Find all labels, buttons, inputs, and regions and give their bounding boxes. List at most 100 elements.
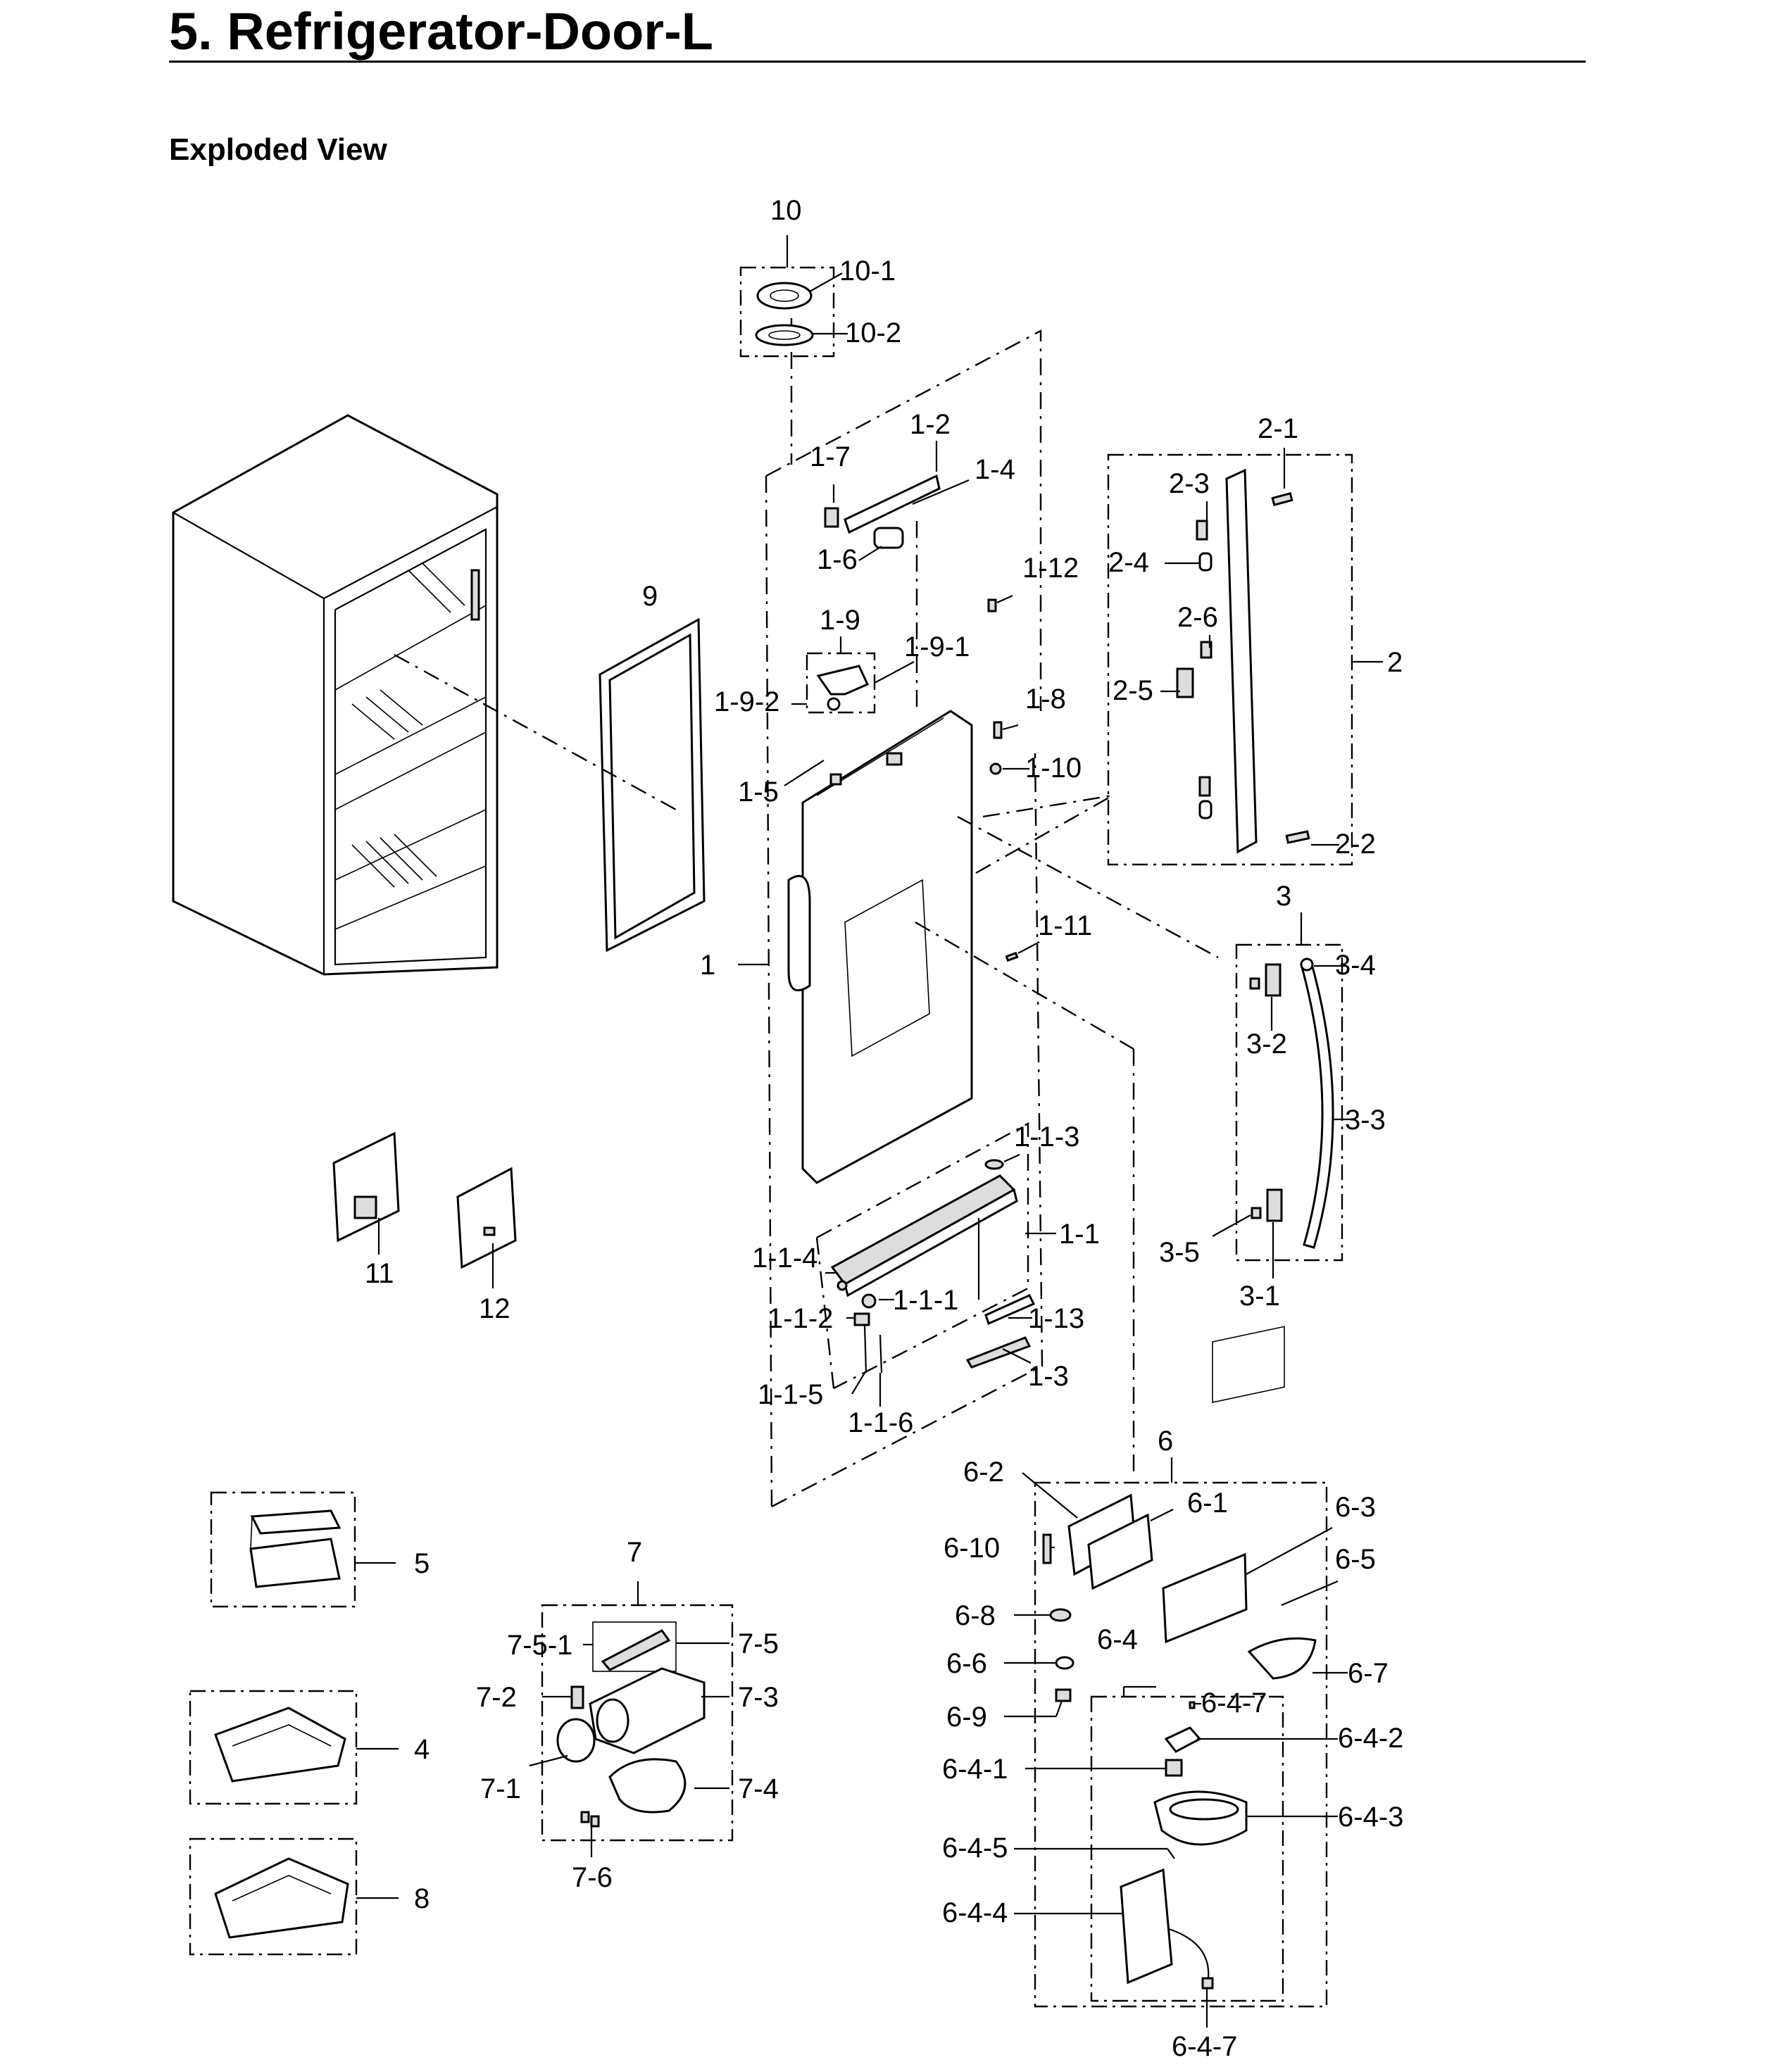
callout-1-9-2: 1-9-2 (714, 686, 779, 717)
callout-6-8: 6-8 (955, 1600, 996, 1631)
callout-2-4: 2-4 (1108, 547, 1149, 578)
callout-1-4: 1-4 (975, 454, 1015, 485)
callout-6: 6 (1158, 1426, 1173, 1457)
callout-6-2: 6-2 (963, 1457, 1004, 1488)
part-1-2 (844, 474, 941, 534)
callout-1-1-1: 1-1-1 (893, 1285, 958, 1316)
callout-1-9: 1-9 (820, 605, 860, 636)
callout-1-2: 1-2 (910, 409, 951, 440)
box-2 (1107, 453, 1353, 866)
callout-7-2: 7-2 (476, 1682, 517, 1713)
callout-2: 2 (1387, 647, 1403, 678)
callout-12: 12 (479, 1293, 510, 1324)
callout-labels: 10 10-1 10-2 1-2 1-7 1-4 1-6 1-12 9 1-9 … (365, 195, 1403, 2062)
callout-6-4-5: 6-4-5 (942, 1833, 1008, 1864)
part-6-8 (1049, 1608, 1072, 1622)
callout-9: 9 (642, 581, 658, 612)
parts-10 (755, 282, 814, 346)
part-6-4-3 (1153, 1790, 1248, 1846)
box-3 (1235, 943, 1343, 1262)
title-rule (169, 61, 1586, 63)
callout-1-3: 1-3 (1028, 1361, 1069, 1392)
callout-7-3: 7-3 (738, 1682, 779, 1713)
callout-3-5: 3-5 (1159, 1237, 1200, 1268)
callout-6-4-7-top: 6-4-7 (1201, 1688, 1267, 1719)
callout-1-10: 1-10 (1025, 753, 1082, 784)
part-6-4-1 (1165, 1759, 1183, 1777)
part-7-4 (608, 1758, 687, 1814)
part-1-7 (824, 507, 839, 528)
part-5 (249, 1509, 342, 1588)
callout-2-2: 2-2 (1335, 829, 1376, 860)
callout-3-1: 3-1 (1239, 1281, 1280, 1312)
part-6-1-6-2 (1067, 1326, 1317, 1680)
callout-2-3: 2-3 (1169, 468, 1210, 499)
callout-10: 10 (770, 195, 802, 226)
door-assembly-1 (787, 710, 973, 1184)
callout-3-4: 3-4 (1335, 950, 1376, 981)
callout-4: 4 (414, 1734, 430, 1765)
callout-1-9-1: 1-9-1 (904, 632, 970, 662)
part-7-3 (589, 1667, 706, 1754)
callout-1-1-2: 1-1-2 (767, 1303, 833, 1334)
part-8 (214, 1857, 349, 1939)
callout-7-4: 7-4 (738, 1773, 779, 1804)
callout-1-12: 1-12 (1022, 553, 1079, 584)
callout-6-1: 6-1 (1187, 1488, 1228, 1519)
box-5 (210, 1491, 356, 1608)
callout-1-1-4: 1-1-4 (752, 1243, 817, 1274)
part-4 (214, 1707, 346, 1783)
callout-6-4: 6-4 (1097, 1624, 1138, 1655)
callout-11: 11 (365, 1258, 394, 1289)
box-10 (739, 266, 835, 358)
callout-1-13: 1-13 (1028, 1303, 1084, 1334)
part-1-6 (873, 527, 904, 549)
part-6-4-2 (1164, 1726, 1202, 1753)
section-heading: Exploded View (169, 132, 387, 167)
callout-6-4-3: 6-4-3 (1338, 1802, 1403, 1833)
callout-1: 1 (700, 950, 715, 981)
callout-1-1: 1-1 (1059, 1219, 1100, 1250)
callout-10-1: 10-1 (839, 256, 896, 287)
callout-7: 7 (627, 1537, 642, 1568)
part-7-1 (556, 1718, 596, 1763)
callout-1-1-6: 1-1-6 (848, 1407, 913, 1438)
callout-3-3: 3-3 (1345, 1105, 1386, 1136)
callout-6-3: 6-3 (1335, 1492, 1376, 1523)
part-6-9 (1055, 1688, 1072, 1702)
callout-1-8: 1-8 (1025, 684, 1066, 715)
part-11 (332, 1131, 400, 1243)
part-6-6 (1055, 1656, 1074, 1670)
callout-7-1: 7-1 (480, 1773, 521, 1804)
callout-10-2: 10-2 (845, 318, 901, 348)
callout-1-1-3: 1-1-3 (1014, 1122, 1079, 1152)
callout-1-1-5: 1-1-5 (758, 1379, 823, 1410)
callout-6-4-4: 6-4-4 (942, 1897, 1008, 1928)
part-1-1 (830, 1159, 1036, 1374)
callout-6-4-2: 6-4-2 (1338, 1723, 1403, 1754)
door-gasket-9 (599, 617, 706, 953)
box-6 (1034, 1481, 1328, 2008)
page-title: 5. Refrigerator-Door-L (169, 2, 713, 61)
callout-1-5: 1-5 (738, 777, 779, 808)
box-8 (189, 1837, 358, 1956)
callout-2-6: 2-6 (1177, 602, 1218, 633)
handle-3 (1249, 957, 1334, 1249)
part-7-5 (601, 1629, 671, 1671)
callout-7-5: 7-5 (738, 1628, 779, 1659)
part-7-2 (570, 1685, 584, 1709)
callout-3-2: 3-2 (1246, 1029, 1287, 1060)
callout-3: 3 (1276, 881, 1291, 912)
callout-6-6: 6-6 (946, 1648, 987, 1679)
part-12 (456, 1167, 517, 1269)
part-2-trim (1176, 468, 1310, 854)
refrigerator-cabinet (172, 414, 499, 976)
callout-6-7: 6-7 (1348, 1658, 1389, 1689)
part-1-9 (816, 665, 870, 711)
callout-7-5-1: 7-5-1 (507, 1630, 572, 1661)
callout-6-4-1: 6-4-1 (942, 1754, 1008, 1785)
callout-1-7: 1-7 (810, 441, 851, 472)
callout-2-5: 2-5 (1113, 675, 1153, 706)
callout-6-4-7-bottom: 6-4-7 (1172, 2031, 1237, 2062)
